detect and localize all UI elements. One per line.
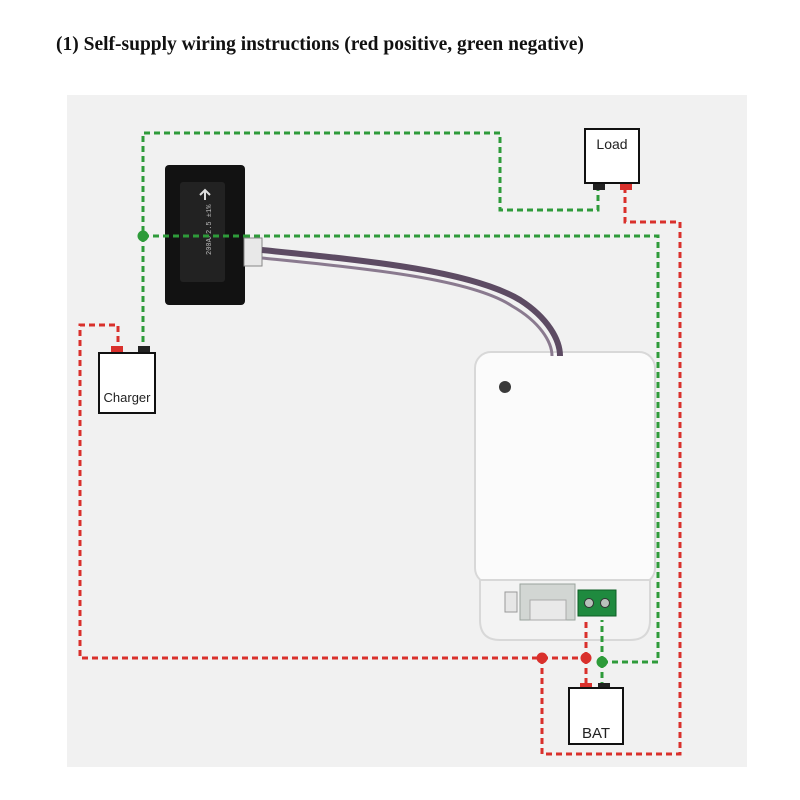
shunt-marking: 200A/2.5 ±1% [206, 204, 214, 255]
monitor-module [474, 351, 656, 641]
positive-junction [536, 652, 548, 664]
indicator-hole [499, 381, 511, 393]
terminal-block [577, 589, 617, 617]
sensor-cable [261, 247, 563, 357]
charger-label: Charger [103, 390, 151, 405]
positive-junction [580, 652, 592, 664]
charger-box: Charger [98, 352, 156, 414]
battery-box: BAT [568, 687, 624, 745]
load-box: Load [584, 128, 640, 184]
negative-junction [596, 656, 608, 668]
load-label: Load [596, 136, 628, 152]
battery-label: BAT [581, 725, 611, 742]
diagram-title: (1) Self-supply wiring instructions (red… [56, 34, 584, 55]
negative-junction [137, 230, 149, 242]
